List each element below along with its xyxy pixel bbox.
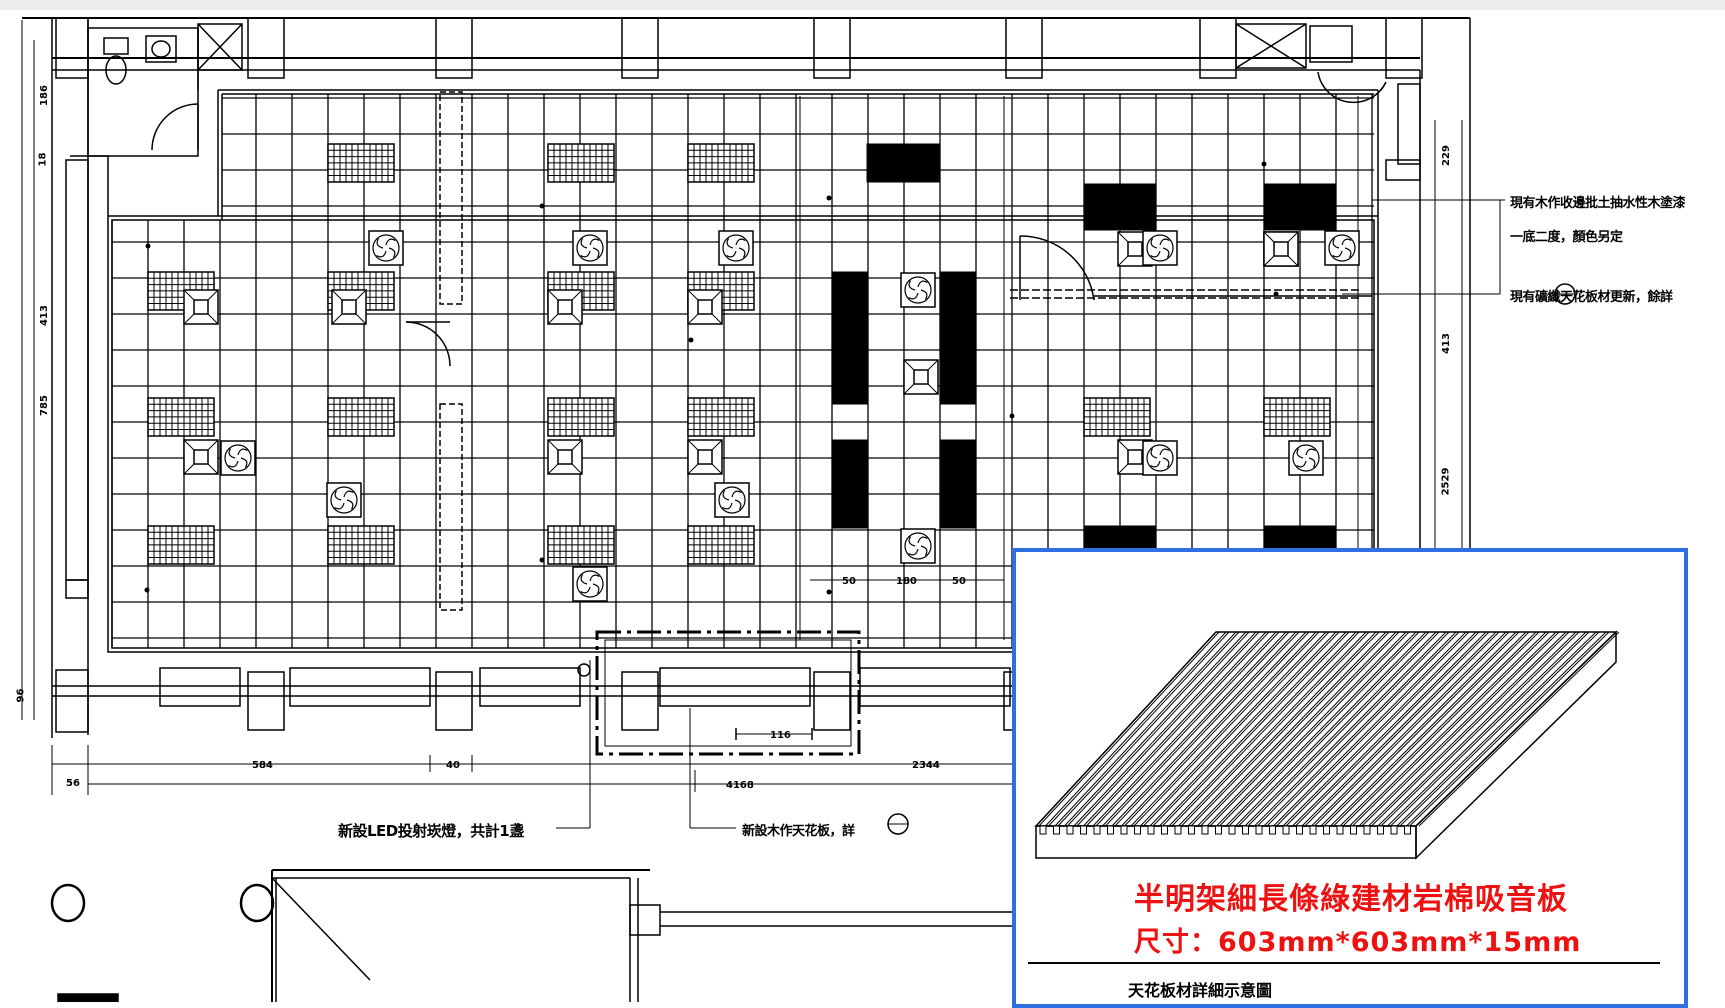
dim-left-186: 186 bbox=[38, 85, 50, 106]
callout-led-downlight: 新設LED投射崁燈，共計1盞 bbox=[338, 822, 524, 840]
square-diffuser bbox=[183, 289, 219, 325]
square-diffuser bbox=[687, 289, 723, 325]
exhaust-fan bbox=[1324, 230, 1360, 266]
black-ceiling-panel bbox=[939, 271, 977, 405]
air-grille bbox=[1263, 397, 1331, 437]
exhaust-fan bbox=[718, 230, 754, 266]
air-grille bbox=[327, 397, 395, 437]
dim-right-2529: 2529 bbox=[1440, 467, 1452, 496]
exhaust-fan bbox=[1288, 440, 1324, 476]
square-diffuser bbox=[183, 439, 219, 475]
exhaust-fan bbox=[1142, 230, 1178, 266]
air-grille bbox=[547, 397, 615, 437]
black-ceiling-panel bbox=[1083, 525, 1157, 551]
downlight bbox=[826, 589, 832, 595]
dim-50-left: 50 bbox=[842, 576, 856, 587]
square-diffuser bbox=[1263, 231, 1299, 267]
ceiling-panel-detail-inset: 半明架細長條綠建材岩棉吸音板 尺寸：603mm*603mm*15mm 天花板材詳… bbox=[1012, 548, 1688, 1008]
top-strip bbox=[0, 0, 1725, 10]
exhaust-fan bbox=[572, 566, 608, 602]
black-ceiling-panel bbox=[1263, 183, 1337, 231]
air-grille bbox=[147, 397, 215, 437]
air-grille bbox=[1083, 397, 1151, 437]
air-grille bbox=[327, 525, 395, 565]
black-ceiling-panel bbox=[831, 439, 869, 529]
exhaust-fan bbox=[368, 230, 404, 266]
black-ceiling-panel bbox=[939, 439, 977, 529]
exhaust-fan bbox=[900, 272, 936, 308]
air-grille bbox=[547, 143, 615, 183]
downlight bbox=[1273, 291, 1279, 297]
exhaust-fan bbox=[1142, 440, 1178, 476]
black-ceiling-panel bbox=[1083, 183, 1157, 231]
square-diffuser bbox=[687, 439, 723, 475]
dim-left-413: 413 bbox=[38, 305, 50, 326]
acoustic-panel-isometric bbox=[1034, 630, 1620, 860]
panel-spec-size: 尺寸：603mm*603mm*15mm bbox=[1134, 927, 1582, 958]
dim-50-right: 50 bbox=[952, 576, 966, 587]
square-diffuser bbox=[547, 439, 583, 475]
square-diffuser bbox=[547, 289, 583, 325]
exhaust-fan bbox=[900, 528, 936, 564]
downlight bbox=[145, 243, 151, 249]
downlight bbox=[826, 195, 832, 201]
downlight bbox=[539, 557, 545, 563]
black-ceiling-panel bbox=[1263, 525, 1337, 551]
callout-existing-ceiling-replace: 現有礦纖天花板材更新，餘詳 bbox=[1510, 290, 1673, 305]
black-ceiling-panel bbox=[831, 271, 869, 405]
square-diffuser bbox=[331, 289, 367, 325]
caption-rule bbox=[1028, 962, 1660, 964]
black-ceiling-panel bbox=[866, 143, 940, 183]
dim-2344: 2344 bbox=[912, 760, 940, 771]
callout-paint-note: 一底二度，顏色另定 bbox=[1510, 230, 1623, 245]
dim-40: 40 bbox=[446, 760, 460, 771]
dim-56: 56 bbox=[66, 778, 80, 789]
air-grille bbox=[327, 143, 395, 183]
panel-spec-title: 半明架細長條綠建材岩棉吸音板 bbox=[1134, 882, 1568, 917]
air-grille bbox=[147, 525, 215, 565]
dim-right-413: 413 bbox=[1440, 333, 1452, 354]
exhaust-fan bbox=[326, 482, 362, 518]
dim-4168: 4168 bbox=[726, 780, 754, 791]
downlight bbox=[1261, 161, 1267, 167]
downlight bbox=[144, 587, 150, 593]
downlight bbox=[688, 337, 694, 343]
dim-left-785: 785 bbox=[38, 395, 50, 416]
downlight bbox=[539, 203, 545, 209]
callout-existing-wood-trim: 現有木作收邊批土抽水性木塗漆 bbox=[1510, 196, 1686, 211]
exhaust-fan bbox=[220, 440, 256, 476]
detail-caption: 天花板材詳細示意圖 bbox=[1128, 981, 1273, 1000]
air-grille bbox=[687, 143, 755, 183]
exhaust-fan bbox=[714, 482, 750, 518]
exhaust-fan bbox=[572, 230, 608, 266]
air-grille bbox=[687, 397, 755, 437]
downlight bbox=[1009, 413, 1015, 419]
dim-180: 180 bbox=[896, 576, 917, 587]
air-grille bbox=[687, 525, 755, 565]
dim-584: 584 bbox=[252, 760, 273, 771]
dim-left-96: 96 bbox=[15, 688, 27, 703]
dim-116: 116 bbox=[770, 730, 791, 741]
air-grille bbox=[547, 525, 615, 565]
square-diffuser bbox=[903, 359, 939, 395]
callout-wood-ceiling: 新設木作天花板，詳 bbox=[742, 824, 855, 839]
dim-right-229: 229 bbox=[1440, 145, 1452, 166]
dim-left-18: 18 bbox=[37, 152, 49, 167]
